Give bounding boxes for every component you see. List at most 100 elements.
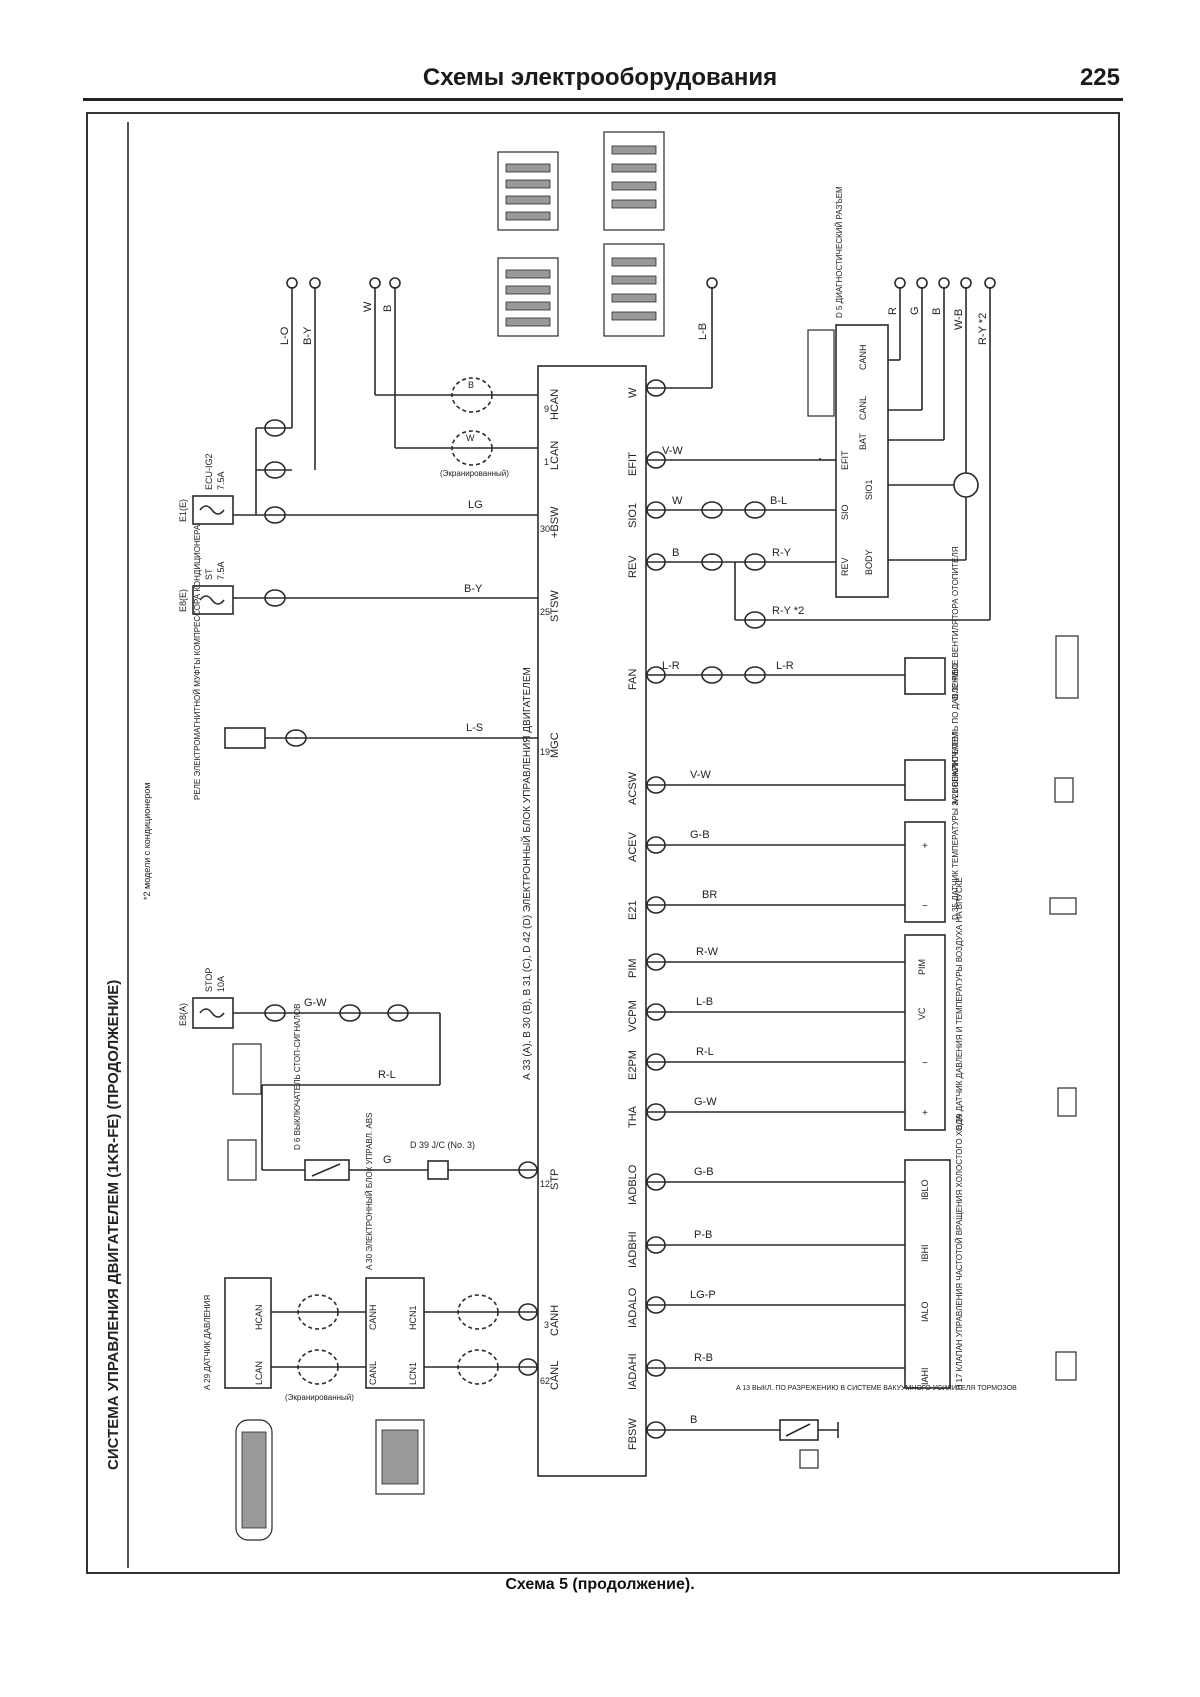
wire-rev-b: B [672,547,679,559]
wire-top-w: W [362,301,374,312]
ecu-pin-stp: STP [549,1169,561,1190]
wire-iadbhi: P-B [694,1229,712,1241]
sensor-pin-pim: PIM [917,959,927,975]
ecu-pin-canh: CANH [549,1305,561,1336]
footnote: *2 модели с кондиционером [142,783,152,900]
ecu-pin-stsw-num: 25 [540,607,550,617]
abs-pin-canl: CANL [368,1361,378,1385]
fuse-ecu-ig-rating: 7.5A [216,471,226,490]
sensor-pin-vc: VC [917,1007,927,1020]
wire-stp2: R-L [378,1069,396,1081]
wire-hcan: B [468,380,474,390]
fuse-st-name: ST [204,568,214,580]
wire-vcpm: L-B [696,996,713,1008]
sensor-pin-ibhi: IBHI [920,1244,930,1262]
ecu-pin-hcan: HCAN [549,389,561,420]
fuse-stop-name: STOP [204,968,214,992]
sensor-pin-minus: − [922,1058,928,1069]
ecu-pin-iadblo: IADBLO [627,1164,639,1205]
ecu-pin-acev: ACEV [627,831,639,862]
wire-iadblo: G-B [694,1166,714,1178]
ecu-pin-lcan-num: 1 [544,457,549,467]
diag-pin-body: BODY [864,549,874,575]
ac-press-switch-label: A 21 ВЫКЛЮЧАТЕЛЬ ПО ДАВЛЕНИЮ [951,663,960,805]
page-header: Схемы электрооборудования 225 [0,0,1200,110]
diag-pin-sio1: SIO1 [864,479,874,500]
pressure-sensor-label: A 29 ДАТЧИК ДАВЛЕНИЯ [203,1295,212,1390]
evap-pin-plus: + [922,841,928,852]
sensor-pin-ialo: IALO [920,1301,930,1322]
page-number: 225 [1079,64,1120,91]
wire-fan2: L-R [776,660,794,672]
diag-pin-canh: CANH [858,344,868,370]
ps-pin-hcan: HCAN [254,1304,264,1330]
wire-sio-w: W [672,495,683,507]
ecu-pin-hcan-num: 9 [544,404,549,414]
wire-stp: G [383,1154,392,1166]
sensor-pin-iblo: IBLO [920,1179,930,1200]
wire-diag-wb: W-B [953,309,965,330]
wire-lcan: W [466,433,475,443]
ecu-pin-bsw-num: 30 [540,524,550,534]
wire-e21: BR [702,889,717,901]
fuse-st-rating: 7.5A [216,561,226,580]
map-sensor-label: B 39 ДАТЧИК ДАВЛЕНИЯ И ТЕМПЕРАТУРЫ ВОЗДУ… [955,877,964,1130]
diagram-frame [86,112,1120,1574]
ecu-pin-stp-num: 12 [540,1179,550,1189]
ecu-pin-pim: PIM [627,958,639,978]
wire-fbsw: B [690,1414,697,1426]
ecu-pin-vcpm: VCPM [627,1000,639,1032]
wire-bsw: LG [468,499,483,511]
fuse-ecu-ig-name: ECU-IG2 [204,453,214,490]
wire-diag-ry: R-Y *2 [977,313,989,345]
ecu-pin-mgc: MGC [549,732,561,758]
diag-pin-efit: EFIT [840,450,850,470]
fuse-ecu-ig-code: E1(E) [178,499,188,522]
abs-ecu-label: A 30 ЭЛЕКТРОННЫЙ БЛОК УПРАВЛ. ABS [365,1113,374,1270]
diag-label: D 5 ДИАГНОСТИЧЕСКИЙ РАЗЪЕМ [835,186,844,318]
ecu-pin-canl: CANL [549,1361,561,1390]
wire-top-b: B [382,305,394,312]
wire-top-lo: L-O [279,326,291,345]
wire-w: L-B [697,323,709,340]
ecu-pin-stsw: STSW [549,590,561,622]
diag-pin-rev: REV [840,557,850,576]
wiring-diagram: СИСТЕМА УПРАВЛЕНИЯ ДВИГАТЕЛЕМ (1KR-FE) (… [105,122,1079,1568]
wire-tha: G-W [694,1096,717,1108]
ecu-pin-w: W [627,387,639,398]
fuse-st-code: E8(E) [178,589,188,612]
wire-fan: L-R [662,660,680,672]
diag-pin-canl: CANL [858,396,868,420]
ecu-pin-sio1: SIO1 [627,503,639,528]
wire-acev: G-B [690,829,710,841]
ecu-pin-iadalo: IADALO [627,1287,639,1328]
abs-pin-lcn1: LCN1 [408,1362,418,1385]
wire-top-by: B-Y [302,326,314,345]
ecu-pin-rev: REV [627,555,639,578]
idle-valve-label: B 17 КЛАПАН УПРАВЛЕНИЯ ЧАСТОТОЙ ВРАЩЕНИЯ… [955,1114,964,1390]
wire-e2pm: R-L [696,1046,714,1058]
wire-acsw: V-W [690,769,711,781]
twisted-label-1: (Экранированный) [440,469,509,478]
ecu-pin-fan: FAN [627,669,639,690]
ecu-pin-acsw: ACSW [627,771,639,805]
ecu-pin-tha: THA [627,1105,639,1128]
ecu-pin-e2pm: E2PM [627,1050,639,1080]
wire-efit: V-W [662,445,683,457]
figure-caption: Схема 5 (продолжение). [505,1576,695,1593]
evap-pin-minus: − [922,901,928,912]
sensor-pin-plus: + [922,1108,928,1119]
ecu-pin-mgc-num: 19 [540,747,550,757]
ps-pin-lcan: LCAN [254,1361,264,1385]
wire-stsw: B-Y [464,583,483,595]
wire-sio: B-L [770,495,787,507]
diag-pin-sio: SIO [840,504,850,520]
ecu-pin-efit: EFIT [627,452,639,476]
wire-iadalo: LG-P [690,1289,716,1301]
fuse-stop-code: E8(A) [178,1003,188,1026]
ecu-pin-iadahi: IADAHI [627,1353,639,1390]
stop-switch-label: D 6 ВЫКЛЮЧАТЕЛЬ СТОП-СИГНАЛОВ [293,1004,302,1150]
ecu-pin-canl-num: 62 [540,1376,550,1386]
fan-relay-label: D 32 РЕЛЕ ВЕНТИЛЯТОРА ОТОПИТЕЛЯ [951,546,960,700]
vacuum-switch-label: A 13 ВЫКЛ. ПО РАЗРЕЖЕНИЮ В СИСТЕМЕ ВАКУУ… [736,1385,1017,1392]
